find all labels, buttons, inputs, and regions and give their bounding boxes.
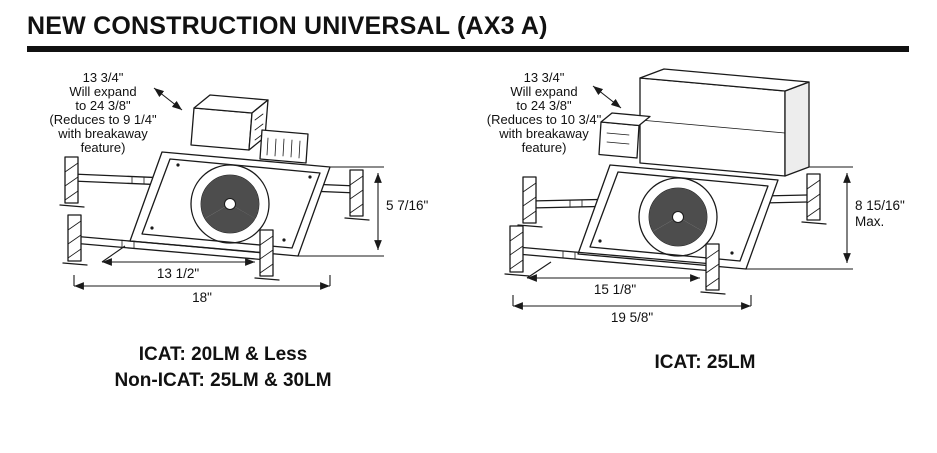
hanger-bar-front [71,235,268,261]
expansion-arrow [153,87,183,111]
width-dimension-outer: 18" [73,275,331,305]
baffle-fan [649,188,707,246]
caption-line: ICAT: 20LM & Less [138,344,308,365]
note-line: Will expand [510,84,578,99]
title-rule [27,46,909,52]
note-line: Will expand [69,84,137,99]
width-dimension-outer: 19 5/8" [512,295,752,325]
mounting-bracket-front-left [504,225,530,277]
baffle-fan [201,175,259,233]
caption-line: Non-ICAT: 25LM & 30LM [114,370,332,391]
height-dimension-suffix: Max. [855,214,884,229]
hanger-bar-front [516,246,714,272]
expansion-note-right: 13 3/4" Will expand to 24 3/8" (Reduces … [466,71,622,155]
housing-box [639,68,810,177]
junction-box [190,94,269,151]
junction-box [598,112,651,159]
driver-box [259,129,309,164]
fixture-drawing-left: 5 7/16" 13 1/2" 18" [59,87,429,305]
page-title: NEW CONSTRUCTION UNIVERSAL (AX3 A) [27,12,548,40]
note-line: with breakaway [499,126,589,141]
mounting-bracket-rear-left [517,176,543,228]
expansion-note-left: 13 3/4" Will expand to 24 3/8" (Reduces … [28,71,178,155]
width-dimension-outer-label: 19 5/8" [611,310,654,325]
expansion-arrow [592,85,622,109]
fixture-drawing-right: 8 15/16" Max. 15 1/8" 19 5/8" [504,68,905,325]
note-line: feature) [521,140,567,155]
note-line: with breakaway [58,126,148,141]
figure-caption-left: ICAT: 20LM & Less Non-ICAT: 25LM & 30LM [48,342,398,394]
width-dimension-inner-label: 15 1/8" [594,282,637,297]
width-dimension-inner-label: 13 1/2" [157,266,200,281]
caption-line: ICAT: 25LM [654,352,756,373]
mounting-bracket-front-right [254,229,280,281]
mounting-bracket-rear-right [344,169,370,221]
height-dimension-label: 8 15/16" [855,198,905,213]
width-dimension-outer-label: 18" [192,290,212,305]
mounting-bracket-front-left [62,214,88,266]
width-dimension-inner: 15 1/8" [526,261,700,297]
height-dimension: 5 7/16" [298,166,429,257]
note-line: to 24 3/8" [75,98,131,113]
figure-caption-right: ICAT: 25LM [565,350,845,376]
note-line: 13 3/4" [523,70,565,85]
width-dimension-inner: 13 1/2" [101,245,255,281]
note-line: (Reduces to 10 3/4" [486,112,602,127]
note-line: (Reduces to 9 1/4" [49,112,157,127]
note-line: 13 3/4" [82,70,124,85]
mounting-bracket-front-right [700,243,726,295]
height-dimension: 8 15/16" Max. [746,166,905,270]
note-line: to 24 3/8" [516,98,572,113]
note-line: feature) [80,140,126,155]
mounting-bracket-rear-right [801,173,827,225]
height-dimension-label: 5 7/16" [386,198,429,213]
mounting-bracket-rear-left [59,156,85,208]
